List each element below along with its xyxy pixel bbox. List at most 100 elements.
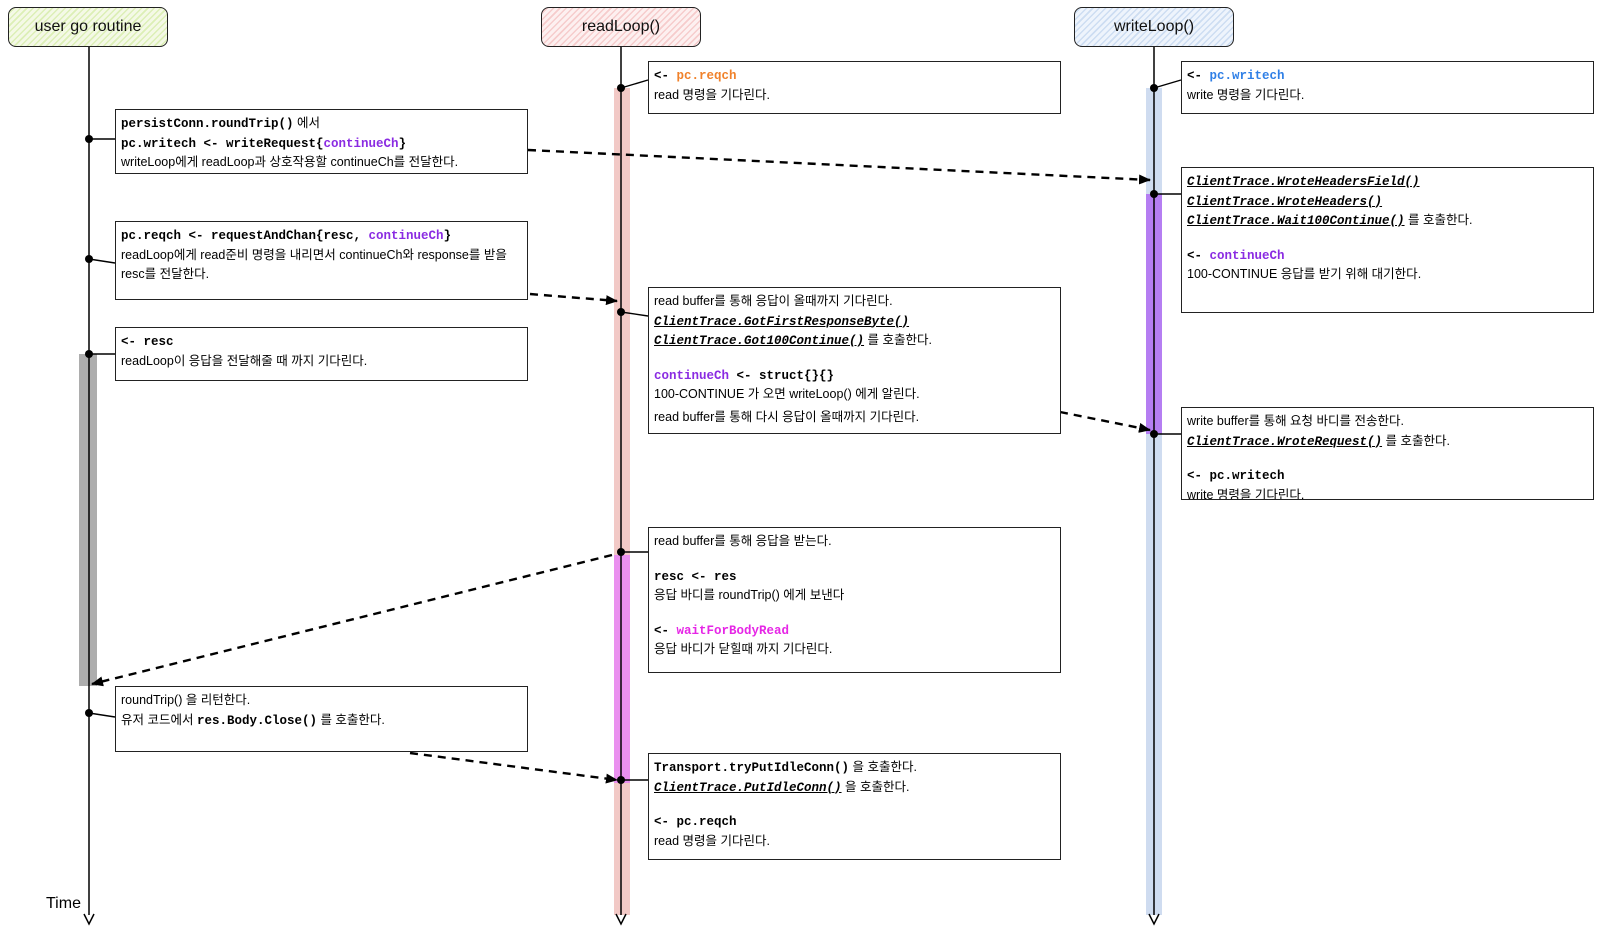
arrow-reqch-to-readloop xyxy=(529,292,618,306)
note-text: readLoop에게 read준비 명령을 내리면서 continueCh와 r… xyxy=(121,247,507,262)
arrow-continue-to-writeloop xyxy=(1059,410,1151,433)
arrow-roundtrip-to-writeloop xyxy=(527,148,1151,185)
trace-put-idle-conn: ClientTrace.PutIdleConn() xyxy=(654,780,842,795)
code-brace: } xyxy=(398,136,407,151)
note-text: 을 호출한다. xyxy=(849,760,917,774)
note-text: 를 호출한다. xyxy=(864,333,932,347)
dot-read-buffer xyxy=(617,308,625,316)
trace-wrote-headers-field: ClientTrace.WroteHeadersField() xyxy=(1187,175,1420,189)
note-resc: <- resc readLoop이 응답을 전달해줄 때 까지 기다린다. xyxy=(115,327,528,381)
note-text: 를 호출한다. xyxy=(1382,433,1450,448)
arrow-close-to-readloop xyxy=(409,751,618,784)
note-return: roundTrip() 을 리턴한다. 유저 코드에서 res.Body.Clo… xyxy=(115,686,528,752)
connector-return xyxy=(88,712,116,718)
read-active-segment xyxy=(614,555,630,783)
user-time-arrowhead xyxy=(83,913,95,926)
code-resc-recv: <- resc xyxy=(121,335,174,349)
channel-writech: pc.writech xyxy=(1209,69,1285,83)
lifeline-header-writeloop: writeLoop() xyxy=(1074,7,1234,47)
note-text: write 명령을 기다린다. xyxy=(1187,487,1305,500)
dot-resc xyxy=(85,350,93,358)
note-text: read buffer를 통해 응답을 받는다. xyxy=(654,534,832,548)
note-text: 을 호출한다. xyxy=(841,779,910,794)
channel-wait-for-body-read: waitForBodyRead xyxy=(676,623,790,638)
trace-wait-100-continue: ClientTrace.Wait100Continue() xyxy=(1187,214,1405,228)
note-reqch: pc.reqch <- requestAndChan{resc, continu… xyxy=(115,221,528,300)
code-writech-recv: <- pc.writech xyxy=(1187,469,1285,483)
channel-continuech: continueCh xyxy=(368,229,444,243)
dot-roundtrip xyxy=(85,135,93,143)
code-recv: <- xyxy=(1187,69,1210,83)
lifeline-user-label: user go routine xyxy=(34,18,142,35)
dot-return xyxy=(85,709,93,717)
code-reqch-recv: <- pc.reqch xyxy=(654,815,737,829)
note-text: read 명령을 기다린다. xyxy=(654,833,770,848)
note-text: 를 호출한다. xyxy=(316,712,385,727)
trace-got-100-continue: ClientTrace.Got100Continue() xyxy=(654,334,865,348)
note-roundtrip: persistConn.roundTrip() 에서 pc.writech <-… xyxy=(115,109,528,174)
lifeline-header-user: user go routine xyxy=(8,7,168,47)
note-text: 100-CONTINUE 응답를 받기 위해 대기한다. xyxy=(1187,267,1422,281)
dot-write-body xyxy=(1150,430,1158,438)
time-axis-label: Time xyxy=(46,895,81,912)
dot-write-wait xyxy=(1150,84,1158,92)
note-text: writeLoop에게 readLoop과 상호작용할 continueCh를 … xyxy=(121,155,459,169)
connector-write-wait xyxy=(1153,79,1182,89)
code-recv: <- xyxy=(654,69,677,83)
note-read-buffer: read buffer를 통해 응답이 올때까지 기다린다. ClientTra… xyxy=(648,287,1061,434)
note-text: 에서 xyxy=(293,116,321,130)
read-activation-bar xyxy=(614,88,630,915)
note-text: 응답 바디를 roundTrip() 에게 보낸다 xyxy=(654,588,845,602)
lifeline-header-readloop: readLoop() xyxy=(541,7,701,47)
dot-reqch xyxy=(85,255,93,263)
note-text: read buffer를 통해 응답이 올때까지 기다린다. xyxy=(654,294,893,308)
channel-reqch: pc.reqch xyxy=(676,69,737,83)
trace-got-first-response-byte: ClientTrace.GotFirstResponseByte() xyxy=(654,314,910,329)
note-text: 100-CONTINUE 가 오면 writeLoop() 에게 알린다. xyxy=(654,387,920,401)
note-idle: Transport.tryPutIdleConn() 을 호출한다. Clien… xyxy=(648,753,1061,860)
code-body-close: res.Body.Close() xyxy=(196,713,317,728)
code-brace: } xyxy=(443,229,452,243)
note-text: roundTrip() 을 리턴한다. xyxy=(121,693,251,707)
read-time-arrowhead xyxy=(615,913,627,926)
write-time-arrowhead xyxy=(1148,913,1160,926)
channel-continuech: continueCh xyxy=(1209,248,1285,263)
dot-idle xyxy=(617,776,625,784)
note-text: readLoop이 응답을 전달해줄 때 까지 기다린다. xyxy=(121,353,368,368)
note-text: write 명령을 기다린다. xyxy=(1187,87,1305,102)
note-text: read buffer를 통해 다시 응답이 올때까지 기다린다. xyxy=(654,409,920,424)
note-read-wait: <- pc.reqch read 명령을 기다린다. xyxy=(648,61,1061,114)
note-text: 유저 코드에서 xyxy=(121,712,197,727)
code-recv: <- xyxy=(654,623,677,638)
user-blocked-bar xyxy=(79,354,97,686)
dot-read-wait xyxy=(617,84,625,92)
trace-wrote-headers: ClientTrace.WroteHeaders() xyxy=(1187,194,1383,209)
code-struct-send: <- struct{}{} xyxy=(729,368,835,383)
code-try-put-idle-conn: Transport.tryPutIdleConn() xyxy=(654,761,850,775)
lifeline-read-label: readLoop() xyxy=(581,18,661,35)
code-roundtrip: persistConn.roundTrip() xyxy=(121,117,294,131)
lifeline-write-label: writeLoop() xyxy=(1113,18,1195,35)
connector-read-wait xyxy=(620,79,649,89)
code-recv: <- xyxy=(1187,248,1210,263)
connector-read-buffer xyxy=(620,311,649,317)
code-reqch-send: pc.reqch <- requestAndChan{resc, xyxy=(121,229,369,243)
trace-wrote-request: ClientTrace.WroteRequest() xyxy=(1187,434,1383,449)
connector-reqch xyxy=(88,258,116,264)
note-text: read 명령을 기다린다. xyxy=(654,87,770,102)
channel-continuech: continueCh xyxy=(323,136,399,151)
note-trace-headers: ClientTrace.WroteHeadersField() ClientTr… xyxy=(1181,167,1594,313)
note-write-wait: <- pc.writech write 명령을 기다린다. xyxy=(1181,61,1594,114)
note-response: read buffer를 통해 응답을 받는다. resc <- res 응답 … xyxy=(648,527,1061,673)
note-text: 를 호출한다. xyxy=(1404,213,1473,227)
code-resc-send: resc <- res xyxy=(654,569,737,584)
dot-response xyxy=(617,548,625,556)
dot-trace-headers xyxy=(1150,190,1158,198)
note-text: 응답 바디가 닫힐때 까지 기다린다. xyxy=(654,642,833,656)
arrow-response-to-user xyxy=(91,553,613,687)
note-text: resc를 전달한다. xyxy=(121,267,210,281)
channel-continuech: continueCh xyxy=(654,368,730,383)
note-text: write buffer를 통해 요청 바디를 전송한다. xyxy=(1187,414,1404,428)
code-writech-send: pc.writech <- writeRequest{ xyxy=(121,136,324,151)
